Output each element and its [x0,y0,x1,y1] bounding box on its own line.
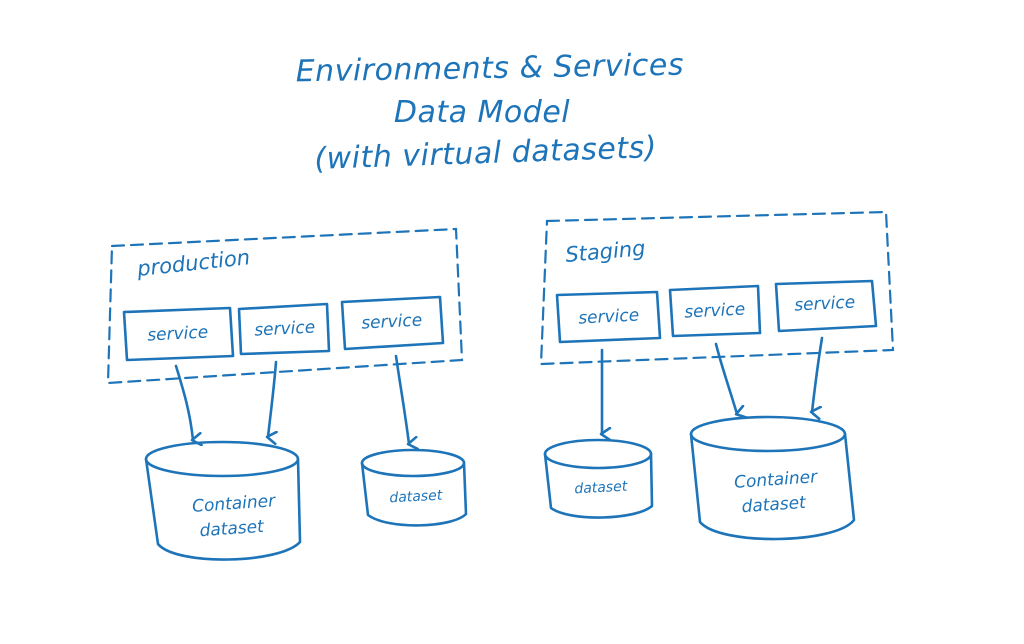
title-line-3: (with virtual datasets) [314,130,658,177]
production-dataset-label: dataset [389,488,443,507]
production-dataset-body [360,461,468,527]
title-line-1: Environments & Services [295,48,684,90]
staging-arrow-service-3-to-container [812,336,824,412]
production-dataset-top [360,448,466,478]
production-container-body [144,457,302,561]
production-arrow-service-2-to-container [268,360,276,437]
staging-container-label-2: dataset [741,493,808,518]
staging-dataset-top [543,438,653,470]
production-container-top [144,440,300,478]
production-service-3-label: service [361,310,423,333]
production-container-label-2: dataset [199,517,266,542]
production-arrow-service-1-to-container [174,364,193,440]
production-arrow-service-3-to-dataset [394,354,409,444]
staging-dataset-label: dataset [574,479,628,498]
title-line-2: Data Model [394,95,570,130]
staging-container-top [689,415,847,453]
production-dataset: dataset [360,448,468,527]
staging-service-1: service [555,290,662,344]
diagram-title: Environments & Services Data Model (with… [295,48,684,177]
production-container-label-1: Container [192,491,277,517]
staging-container-dataset: Container dataset [689,415,856,541]
staging-service-3: service [774,279,878,333]
staging-dataset-body [543,452,654,519]
production-service-2: service [237,302,331,356]
staging-service-2: service [668,284,762,338]
staging-boundary [539,210,895,366]
production-container-dataset: Container dataset [144,440,302,561]
staging-service-2-label: service [684,299,746,322]
staging-service-1-label: service [578,305,640,328]
production-service-2-label: service [254,317,316,340]
production-boundary [106,227,464,385]
production-service-3: service [340,295,445,351]
staging-dataset: dataset [543,438,654,519]
staging-environment: Staging service service service dataset [539,210,895,541]
staging-service-3-label: service [794,292,856,315]
production-service-1-label: service [147,322,209,345]
production-environment: production service service service Conta… [106,227,468,561]
staging-arrow-service-2-to-container [714,342,737,414]
staging-label: Staging [564,236,646,267]
staging-container-label-1: Container [734,467,819,493]
staging-container-body [689,432,856,541]
production-label: production [135,245,251,281]
production-service-1: service [122,306,235,362]
